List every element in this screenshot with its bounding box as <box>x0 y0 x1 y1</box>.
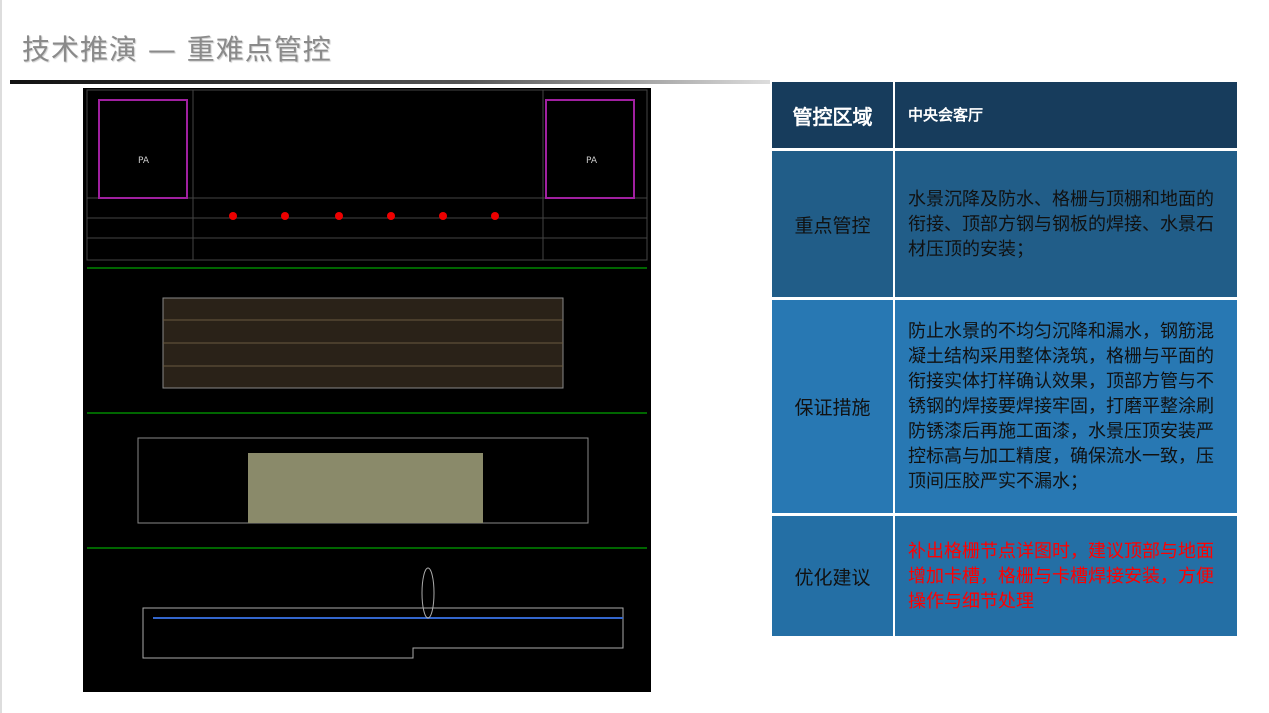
row-value-highlight: 补出格栅节点详图时，建议顶部与地面增加卡槽，格栅与卡槽焊接安装，方便操作与细节处… <box>908 540 1214 612</box>
row-label: 重点管控 <box>772 151 895 297</box>
row-value: 水景沉降及防水、格栅与顶棚和地面的衔接、顶部方钢与钢板的焊接、水景石材压顶的安装… <box>908 188 1214 260</box>
red-markers <box>229 212 499 220</box>
header-value: 中央会客厅 <box>908 105 984 124</box>
pa-box-left <box>98 99 188 199</box>
pa-label-right: PA <box>586 156 598 166</box>
page-title: 技术推演 — 重难点管控 <box>22 33 332 66</box>
table-row: 优化建议 补出格栅节点详图时，建议顶部与地面增加卡槽，格栅与卡槽焊接安装，方便操… <box>772 516 1237 636</box>
grille-grid <box>163 319 563 367</box>
control-table: 管控区域 中央会客厅 重点管控 水景沉降及防水、格栅与顶棚和地面的衔接、顶部方钢… <box>772 82 1237 636</box>
row-value: 防止水景的不均匀沉降和漏水，钢筋混凝土结构采用整体浇筑，格栅与平面的衔接实体打样… <box>908 321 1214 492</box>
table-row: 保证措施 防止水景的不均匀沉降和漏水，钢筋混凝土结构采用整体浇筑，格栅与平面的衔… <box>772 300 1237 516</box>
cad-drawing-image: PA PA <box>86 89 648 659</box>
pa-label-left: PA <box>138 156 150 166</box>
title-divider <box>10 80 770 84</box>
grille-elevation <box>248 453 483 523</box>
row-label: 保证措施 <box>772 300 895 513</box>
section-detail <box>142 607 624 659</box>
slide-edge <box>0 0 2 713</box>
cad-drawing: PA PA <box>83 88 651 692</box>
plant <box>421 567 435 619</box>
table-row: 重点管控 水景沉降及防水、格栅与顶棚和地面的衔接、顶部方钢与钢板的焊接、水景石材… <box>772 151 1237 300</box>
pa-box-right <box>545 99 635 199</box>
row-label: 优化建议 <box>772 516 895 636</box>
header-label: 管控区域 <box>772 82 895 148</box>
table-header-row: 管控区域 中央会客厅 <box>772 82 1237 151</box>
